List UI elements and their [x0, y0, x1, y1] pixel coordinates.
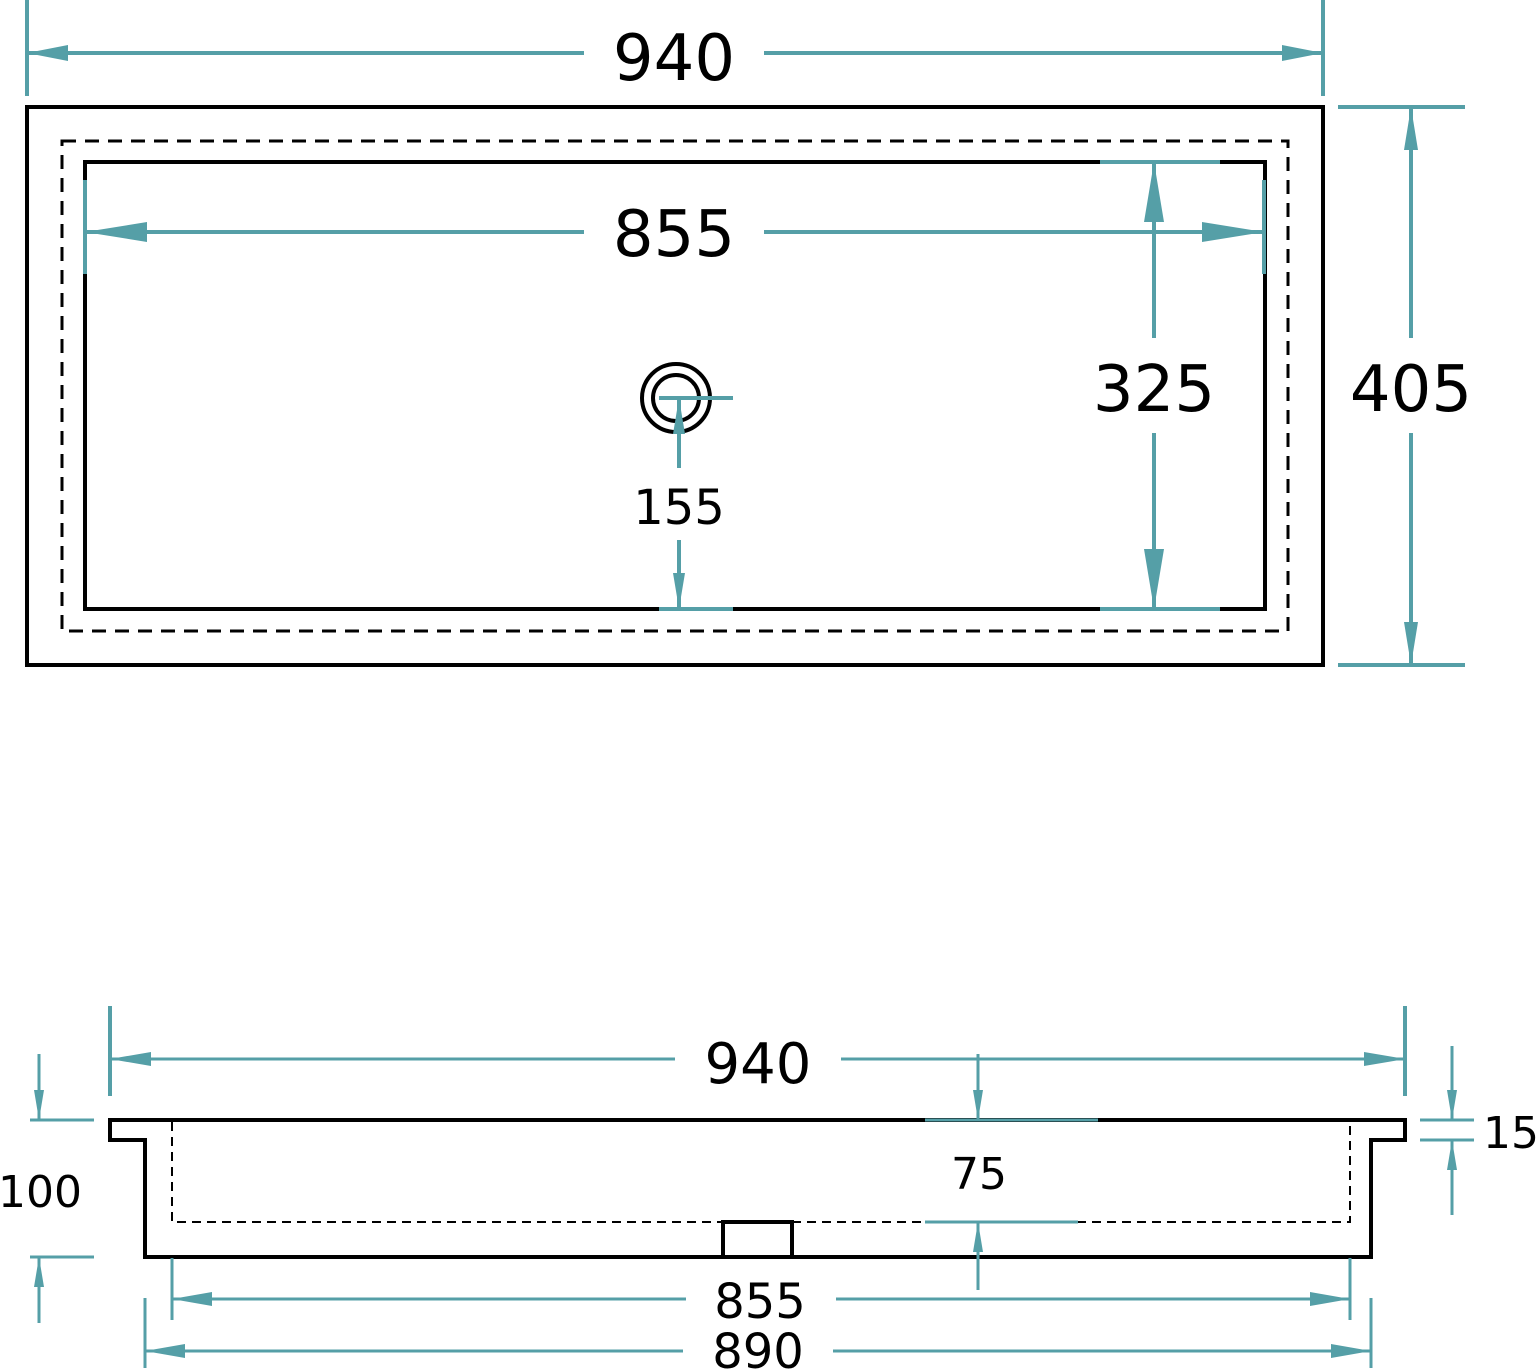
- side-view: 940 100 15: [0, 1006, 1539, 1372]
- label-side-inner-width: 855: [714, 1274, 806, 1330]
- dim-top-inner-depth: 325: [1093, 160, 1220, 611]
- side-view-profile: [108, 1118, 1407, 1259]
- label-top-overall-width: 940: [613, 22, 735, 96]
- label-side-body-width: 890: [712, 1324, 804, 1372]
- label-top-overall-depth: 405: [1350, 353, 1472, 427]
- label-top-inner-depth: 325: [1093, 353, 1215, 427]
- side-view-hidden-basin: [171, 1122, 1351, 1223]
- dim-top-overall-depth: 405: [1338, 105, 1472, 667]
- label-side-rim-thickness: 15: [1483, 1108, 1539, 1159]
- dim-side-inner-width: 855: [170, 1258, 1352, 1330]
- label-side-basin-depth: 75: [951, 1149, 1007, 1200]
- label-top-inner-width: 855: [613, 198, 735, 272]
- dim-top-inner-width: 855: [83, 180, 1266, 274]
- dim-side-body-width: 890: [143, 1298, 1373, 1372]
- dim-top-drain-offset: 155: [633, 396, 733, 611]
- dim-top-overall-width: 940: [25, 0, 1325, 96]
- dim-side-overall-height: 100: [0, 1054, 94, 1323]
- top-view-hidden-edge: [60, 139, 1290, 633]
- dim-side-rim-thickness: 15: [1420, 1046, 1539, 1215]
- label-side-overall-height: 100: [0, 1167, 82, 1218]
- dim-side-basin-depth: 75: [925, 1054, 1098, 1290]
- top-view-outer-outline: [25, 105, 1325, 667]
- dim-side-overall-width: 940: [108, 1006, 1407, 1097]
- side-view-drain-outlet: [721, 1220, 794, 1257]
- top-view: 940 855 325: [25, 0, 1472, 667]
- label-top-drain-offset: 155: [633, 480, 725, 536]
- label-side-overall-width: 940: [705, 1032, 812, 1097]
